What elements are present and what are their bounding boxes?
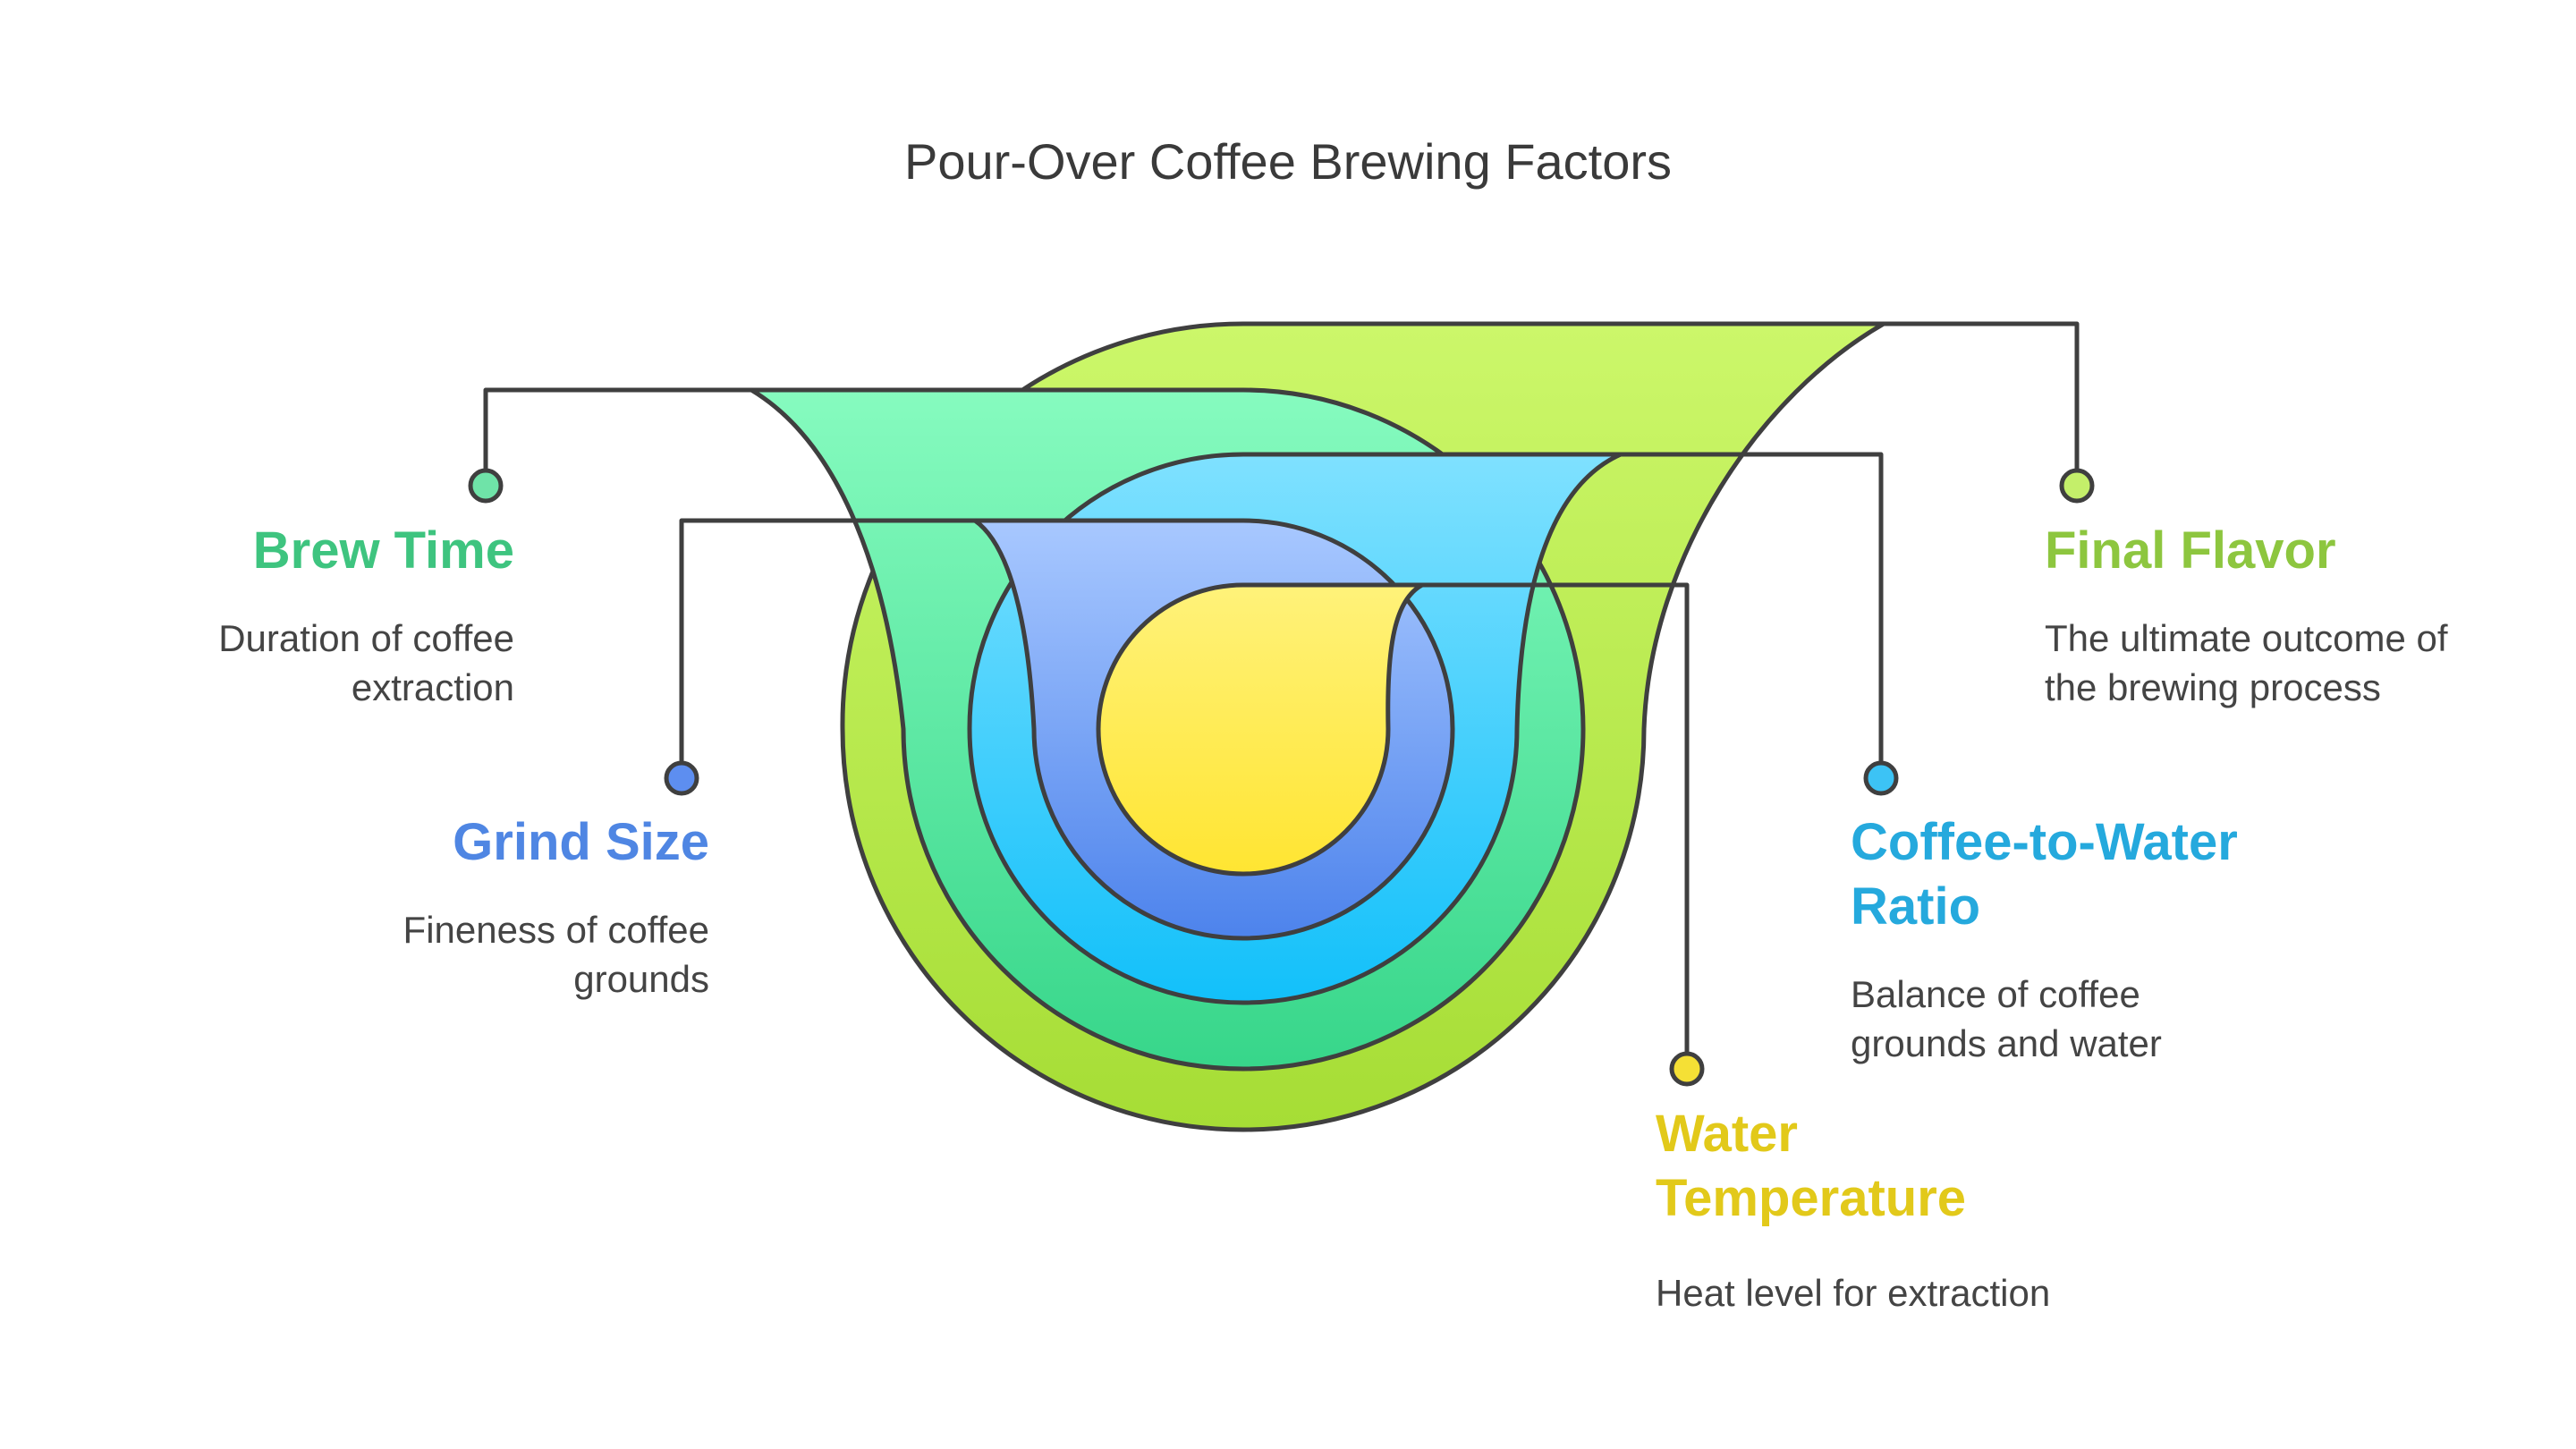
final-flavor-label: Final Flavor	[2045, 521, 2336, 580]
grind-size-description: Fineness of coffee grounds	[403, 905, 709, 1004]
water-temperature-description: Heat level for extraction	[1656, 1268, 2050, 1318]
final-flavor-description-line: The ultimate outcome of	[2045, 617, 2448, 659]
water-temperature-marker	[1669, 1051, 1705, 1087]
coffee-to-water-ratio-description: Balance of coffee grounds and water	[1851, 970, 2162, 1068]
grind-size-description-line: Fineness of coffee	[402, 909, 709, 951]
diagram-title: Pour-Over Coffee Brewing Factors	[904, 133, 1672, 190]
water-temperature-description-line: Heat level for extraction	[1656, 1272, 2051, 1314]
brew-time-marker	[468, 468, 504, 504]
coffee-to-water-ratio-description-line: Balance of coffee	[1851, 973, 2140, 1015]
brew-time-description: Duration of coffee extraction	[218, 614, 514, 712]
coffee-to-water-ratio-description-line: grounds and water	[1851, 1022, 2162, 1064]
final-flavor-description: The ultimate outcome of the brewing proc…	[2045, 614, 2448, 712]
brew-time-description-line: Duration of coffee	[218, 617, 514, 659]
water-temperature-leader-line	[1419, 582, 1690, 1071]
final-flavor-leader-line	[1881, 321, 2080, 487]
water-temperature-label: Water Temperature	[1656, 1102, 1966, 1231]
final-flavor-marker	[2059, 468, 2095, 504]
coffee-to-water-ratio-label-line: Ratio	[1851, 877, 1980, 936]
grind-size-label: Grind Size	[453, 813, 709, 871]
grind-size-description-line: grounds	[573, 958, 709, 1000]
water-temperature-label-line: Temperature	[1656, 1169, 1967, 1227]
coffee-to-water-ratio-marker	[1863, 760, 1899, 796]
grind-size-marker	[664, 760, 699, 796]
water-temperature-shape	[1096, 582, 1425, 877]
brew-time-leader-line	[483, 387, 754, 487]
final-flavor-description-line: the brewing process	[2045, 666, 2381, 708]
coffee-to-water-ratio-label: Coffee-to-Water Ratio	[1851, 810, 2238, 939]
brew-time-description-line: extraction	[351, 666, 514, 708]
grind-size-leader-line	[679, 518, 978, 780]
water-temperature-label-line: Water	[1656, 1105, 1798, 1163]
brew-time-label: Brew Time	[252, 521, 514, 580]
coffee-to-water-ratio-leader-line	[1618, 452, 1884, 780]
coffee-to-water-ratio-label-line: Coffee-to-Water	[1851, 813, 2238, 871]
